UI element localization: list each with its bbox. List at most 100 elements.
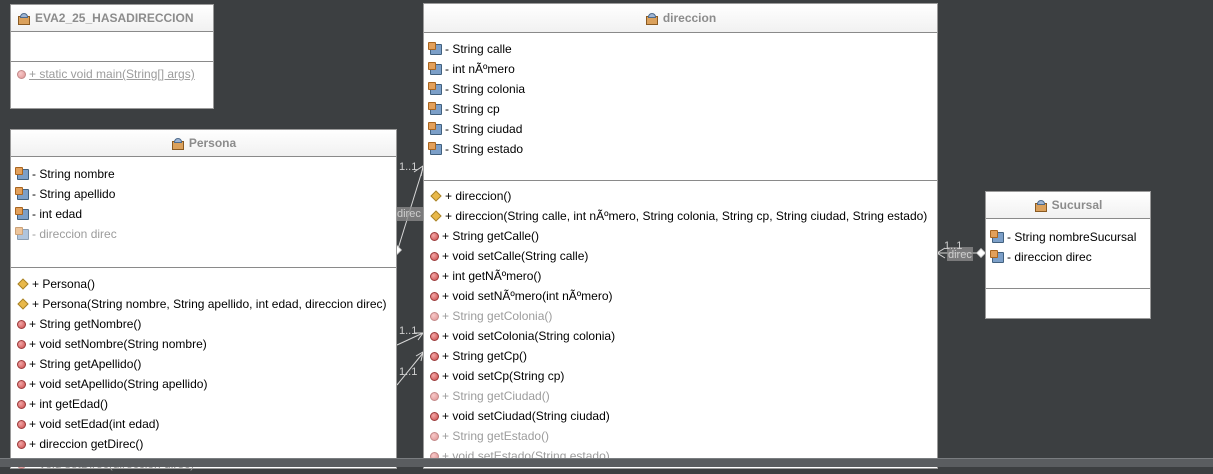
method-row[interactable]: + String getEstado()	[424, 426, 937, 446]
method-icon	[17, 379, 26, 389]
method-row[interactable]: + String getCiudad()	[424, 386, 937, 406]
class-sucursal-title: Sucursal	[1051, 198, 1103, 212]
method-icon	[17, 319, 26, 329]
field-row[interactable]: - String calle	[424, 39, 937, 59]
constructor-icon	[430, 210, 442, 222]
field-row[interactable]: - int nÃºmero	[424, 59, 937, 79]
method-row[interactable]: + void setApellido(String apellido)	[11, 374, 396, 394]
method-icon	[430, 231, 439, 241]
method-label: + direccion getDirec()	[29, 437, 144, 451]
method-icon	[17, 419, 26, 429]
method-row[interactable]: + direccion()	[424, 186, 937, 206]
field-label: - String nombre	[32, 167, 115, 181]
method-label: + void setEdad(int edad)	[29, 417, 160, 431]
method-label: + void setColonia(String colonia)	[442, 329, 616, 343]
method-label: + direccion()	[445, 189, 512, 203]
field-icon	[428, 81, 442, 95]
constructor-icon	[430, 190, 442, 202]
constructor-icon	[17, 298, 29, 310]
field-icon	[428, 141, 442, 155]
field-row[interactable]: - String ciudad	[424, 119, 937, 139]
method-icon	[430, 411, 439, 421]
method-row[interactable]: + String getCalle()	[424, 226, 937, 246]
method-row[interactable]: + Persona()	[11, 274, 396, 294]
method-row[interactable]: + void setCp(String cp)	[424, 366, 937, 386]
method-label: + String getCiudad()	[442, 389, 550, 403]
method-icon	[17, 359, 26, 369]
field-row[interactable]: - String estado	[424, 139, 937, 159]
class-persona-header[interactable]: Persona	[11, 130, 396, 157]
field-row[interactable]: - String colonia	[424, 79, 937, 99]
class-direccion-title: direccion	[662, 11, 717, 25]
method-row[interactable]: + void setNÃºmero(int nÃºmero)	[424, 286, 937, 306]
field-label: - direccion direc	[32, 227, 117, 241]
field-row[interactable]: - String nombreSucursal	[986, 227, 1150, 247]
class-direccion-header[interactable]: direccion	[424, 4, 937, 33]
method-icon	[430, 311, 439, 321]
role-label-direc-1: direc	[397, 208, 421, 220]
class-main-header[interactable]: EVA2_25_HASADIRECCION	[11, 5, 213, 32]
method-icon	[430, 391, 439, 401]
class-main-title: EVA2_25_HASADIRECCION	[35, 11, 194, 25]
method-icon	[17, 439, 26, 449]
class-sucursal-fields: - String nombreSucursal - direccion dire…	[986, 219, 1150, 289]
class-main[interactable]: EVA2_25_HASADIRECCION + static void main…	[10, 4, 214, 109]
method-row[interactable]: + int getEdad()	[11, 394, 396, 414]
horizontal-scrollbar[interactable]	[0, 458, 1213, 467]
method-icon	[430, 371, 439, 381]
class-persona[interactable]: Persona - String nombre - String apellid…	[10, 129, 397, 471]
method-row[interactable]: + String getColonia()	[424, 306, 937, 326]
method-icon	[430, 331, 439, 341]
method-icon	[430, 351, 439, 361]
class-direccion[interactable]: direccion - String calle - int nÃºmero -…	[423, 3, 938, 469]
method-row[interactable]: + String getApellido()	[11, 354, 396, 374]
class-direccion-methods: + direccion() + direccion(String calle, …	[424, 181, 937, 466]
multiplicity-label-3: 1..1	[399, 366, 418, 378]
field-row[interactable]: - int edad	[11, 204, 396, 224]
method-row[interactable]: + static void main(String[] args)	[11, 64, 213, 84]
method-icon	[430, 431, 439, 441]
method-row[interactable]: + Persona(String nombre, String apellido…	[11, 294, 396, 314]
field-row[interactable]: - String apellido	[11, 184, 396, 204]
method-icon	[17, 399, 26, 409]
method-row[interactable]: + void setEdad(int edad)	[11, 414, 396, 434]
class-main-methods: + static void main(String[] args)	[11, 62, 213, 84]
method-row[interactable]: + String getCp()	[424, 346, 937, 366]
method-label: + void setCiudad(String ciudad)	[442, 409, 610, 423]
persona-direccion-arrow-3	[415, 351, 424, 362]
method-label: + int getNÃºmero()	[442, 269, 542, 283]
method-icon	[430, 271, 439, 281]
method-label: + direccion(String calle, int nÃºmero, S…	[445, 209, 928, 223]
method-row[interactable]: + direccion getDirec()	[11, 434, 396, 454]
class-sucursal[interactable]: Sucursal - String nombreSucursal - direc…	[985, 191, 1151, 319]
class-icon	[1034, 199, 1048, 212]
field-label: - String calle	[445, 42, 512, 56]
class-icon	[171, 137, 185, 150]
class-persona-fields: - String nombre - String apellido - int …	[11, 157, 396, 268]
method-icon	[430, 251, 439, 261]
method-label: + String getCp()	[442, 349, 528, 363]
method-label: + String getColonia()	[442, 309, 553, 323]
method-row[interactable]: + void setCalle(String calle)	[424, 246, 937, 266]
field-row[interactable]: - String cp	[424, 99, 937, 119]
field-row[interactable]: - String nombre	[11, 164, 396, 184]
method-row[interactable]: + String getNombre()	[11, 314, 396, 334]
constructor-icon	[17, 278, 29, 290]
role-label-direc-2: direc	[948, 249, 972, 261]
class-persona-title: Persona	[188, 136, 237, 150]
method-row[interactable]: + direccion(String calle, int nÃºmero, S…	[424, 206, 937, 226]
class-sucursal-header[interactable]: Sucursal	[986, 192, 1150, 219]
multiplicity-label-1: 1..1	[399, 161, 418, 173]
method-icon	[17, 339, 26, 349]
method-row[interactable]: + void setCiudad(String ciudad)	[424, 406, 937, 426]
method-row[interactable]: + int getNÃºmero()	[424, 266, 937, 286]
field-row[interactable]: - direccion direc	[986, 247, 1150, 267]
field-icon	[428, 41, 442, 55]
field-row[interactable]: - direccion direc	[11, 224, 396, 244]
class-direccion-fields: - String calle - int nÃºmero - String co…	[424, 33, 937, 181]
method-row[interactable]: + void setColonia(String colonia)	[424, 326, 937, 346]
method-row[interactable]: + void setNombre(String nombre)	[11, 334, 396, 354]
class-main-fields	[11, 32, 213, 62]
class-persona-methods: + Persona() + Persona(String nombre, Str…	[11, 268, 396, 474]
method-label: + void setApellido(String apellido)	[29, 377, 208, 391]
